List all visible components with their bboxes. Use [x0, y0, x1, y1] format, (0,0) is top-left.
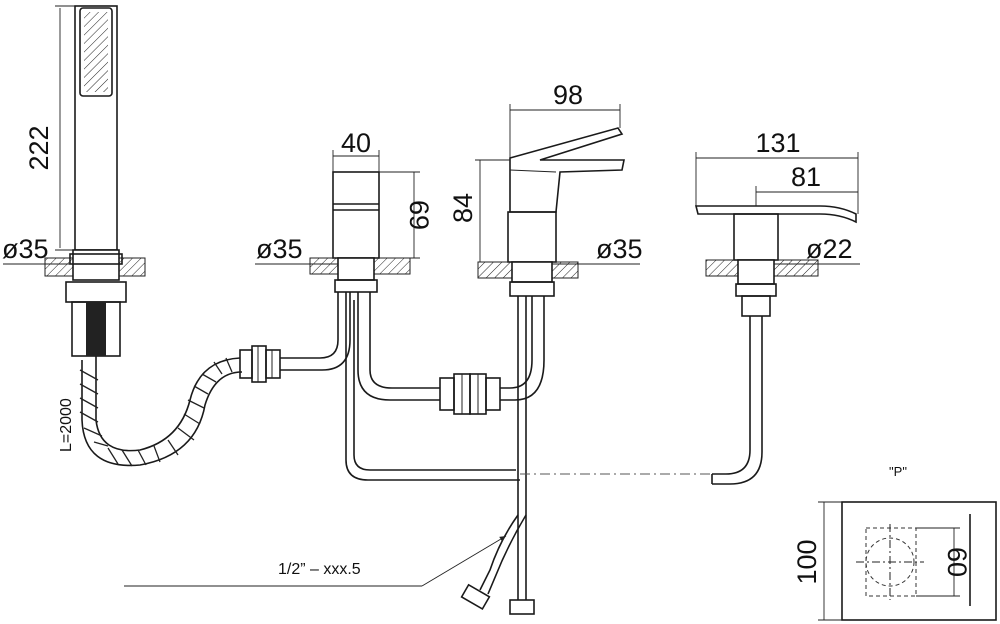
pipe-coupling — [439, 373, 501, 415]
diverter-width-label: 40 — [341, 128, 371, 158]
mixer-diameter-label: ø35 — [596, 234, 643, 264]
spout-reach-label: 81 — [791, 162, 821, 192]
spout: 131 81 ø22 — [694, 128, 860, 485]
mixer-width-label: 98 — [553, 80, 583, 110]
handshower-diameter-label: ø35 — [2, 234, 49, 264]
plate-height-label: 100 — [792, 539, 822, 584]
handshower: 222 ø35 L=2000 — [2, 5, 281, 467]
connection-callout: 1/2” – xxx.5 — [124, 535, 507, 587]
plate-hole-label: 60 — [942, 547, 972, 577]
hose-coils — [79, 357, 233, 467]
mixer-height-label: 84 — [448, 193, 478, 223]
spray-nozzles — [84, 12, 108, 92]
diverter: 40 69 ø35 — [255, 128, 520, 481]
spout-width-label: 131 — [755, 128, 800, 158]
hose-length-label: L=2000 — [58, 398, 75, 452]
plate-title: "P" — [889, 464, 907, 479]
mixer: 98 84 ø35 — [448, 80, 643, 615]
handshower-height-label: 222 — [24, 125, 54, 170]
connection-label: 1/2” – xxx.5 — [278, 561, 361, 578]
plate-detail: "P" 100 60 — [792, 464, 997, 621]
diverter-diameter-label: ø35 — [256, 234, 303, 264]
diverter-height-label: 69 — [404, 200, 434, 230]
spout-diameter-label: ø22 — [806, 234, 853, 264]
